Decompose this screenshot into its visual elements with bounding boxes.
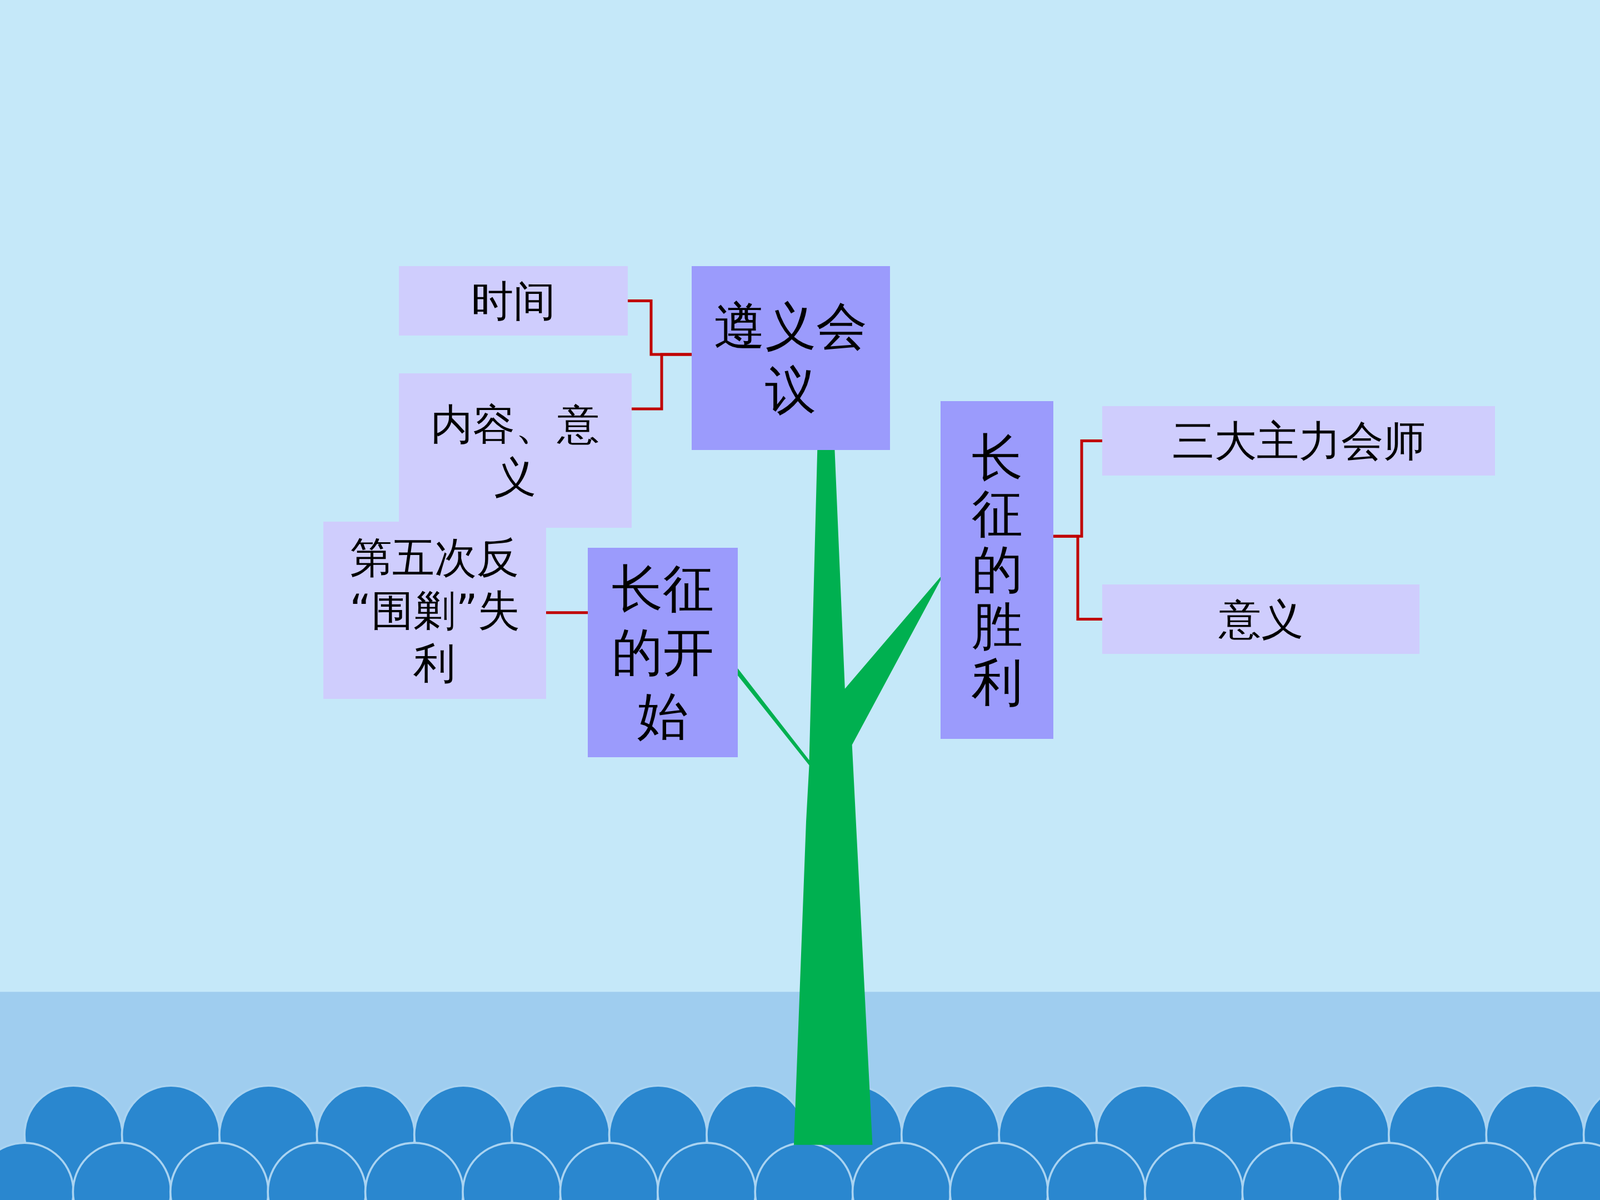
wave xyxy=(170,1142,269,1200)
wave xyxy=(462,1142,561,1200)
sub-topic-box: 内容、意义 xyxy=(398,373,632,528)
bracket-connector xyxy=(631,354,692,409)
wave xyxy=(72,1142,171,1200)
main-topic-box: 长征的开始 xyxy=(587,547,738,758)
sub-topic-box: 时间 xyxy=(398,266,628,336)
wave xyxy=(0,1142,74,1200)
wave xyxy=(1534,1142,1600,1200)
bracket-connector xyxy=(1053,536,1103,619)
wave xyxy=(560,1142,658,1200)
tree-trunk xyxy=(737,450,942,1145)
topic-text: 三大主力会师 xyxy=(1172,414,1426,468)
wave xyxy=(1047,1142,1145,1200)
topic-text: 时间 xyxy=(471,274,556,328)
wave xyxy=(1340,1142,1438,1200)
bracket-connector xyxy=(627,301,692,355)
wave xyxy=(755,1142,853,1200)
wave xyxy=(852,1142,951,1200)
wave xyxy=(267,1142,366,1200)
wave xyxy=(1437,1142,1535,1200)
wave xyxy=(1242,1142,1340,1200)
topic-text: 意义 xyxy=(1218,592,1304,646)
sub-topic-box: 第五次反“围剿”失利 xyxy=(323,521,547,699)
main-topic-box: 长征的胜利 xyxy=(940,401,1054,739)
topic-text: 内容、意义 xyxy=(424,397,607,504)
wave xyxy=(1145,1142,1243,1200)
topic-text: 遵义会议 xyxy=(708,294,873,423)
sub-topic-box: 三大主力会师 xyxy=(1102,406,1495,476)
wave xyxy=(657,1142,756,1200)
topic-text: 长征的开始 xyxy=(606,556,719,749)
topic-text: 长征的胜利 xyxy=(971,429,1023,711)
topic-text: 第五次反“围剿”失利 xyxy=(341,531,528,690)
bracket-connector xyxy=(546,611,588,614)
sub-topic-box: 意义 xyxy=(1102,584,1420,654)
wave xyxy=(365,1142,464,1200)
wave xyxy=(950,1142,1048,1200)
main-topic-box: 遵义会议 xyxy=(691,266,890,450)
bracket-connector xyxy=(1053,441,1103,537)
